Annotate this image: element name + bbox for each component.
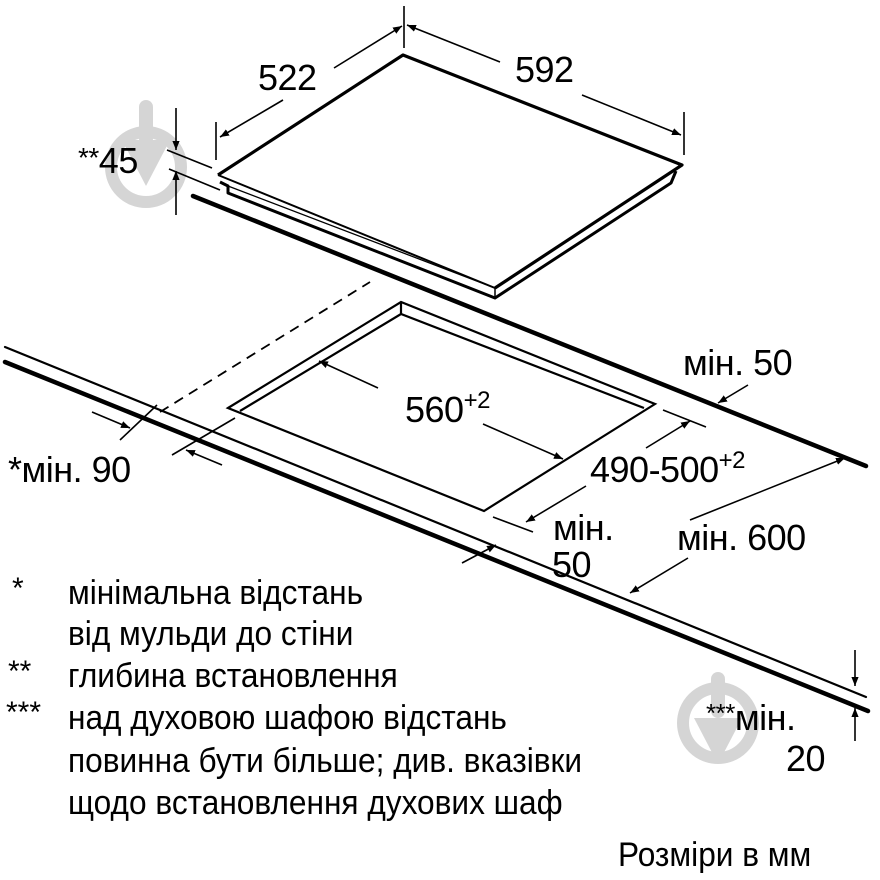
note-3-line-1: над духовою шафою відстань (68, 699, 507, 737)
dim-560 (318, 360, 564, 460)
footnote-marker: * (8, 449, 22, 490)
label-worktop-thickness-line1: ***мін. (706, 697, 796, 738)
dim-min-90 (91, 404, 236, 466)
dim-522 (215, 6, 405, 160)
dashed-projection (159, 281, 371, 413)
label-installation-depth: **45 (78, 140, 138, 181)
note-1-line-1: мінімальна відстань (68, 574, 364, 612)
note-1-line-2: від мульди до стіни (68, 615, 354, 653)
label-front-wall-min: *мін. 90 (8, 449, 131, 490)
watermark-logo-right (677, 672, 759, 764)
note-2-line-1: глибина встановлення (68, 657, 398, 695)
note-marker-3: *** (6, 696, 42, 729)
dim-rear-min-50 (717, 384, 749, 404)
label-front-min-line1: мін. (553, 507, 614, 548)
watermark-logo-left (105, 100, 187, 208)
hob-outline (217, 53, 684, 300)
label-hob-depth: 522 (258, 57, 317, 98)
label-cutout-depth: 490-500+2 (590, 447, 746, 490)
note-3-line-2: повинна бути більше; див. вказівки (68, 742, 583, 780)
label-worktop-min: мін. 600 (677, 517, 806, 558)
dim-490-500 (492, 409, 707, 533)
dim-592 (406, 24, 685, 155)
tolerance: +2 (463, 387, 491, 414)
dim-front-min-50 (461, 544, 497, 564)
label-cutout-width: 560+2 (405, 387, 490, 430)
dim-45 (166, 108, 221, 215)
units-note: Розміри в мм (618, 836, 812, 874)
note-marker-1: * (12, 572, 24, 605)
footnote-marker: *** (706, 698, 735, 728)
worktop (2, 193, 871, 714)
label-rear-min: мін. 50 (683, 342, 793, 383)
label-worktop-thickness-line2: 20 (786, 738, 826, 779)
label-hob-width: 592 (515, 49, 574, 90)
tolerance: +2 (718, 447, 746, 474)
dim-min-600 (629, 457, 846, 594)
label-front-min-line2: 50 (552, 544, 592, 585)
footnote-marker: ** (78, 142, 99, 173)
cutout-outline (225, 300, 658, 513)
note-marker-2: ** (8, 655, 32, 688)
note-3-line-3: щодо встановлення духових шаф (68, 784, 563, 822)
